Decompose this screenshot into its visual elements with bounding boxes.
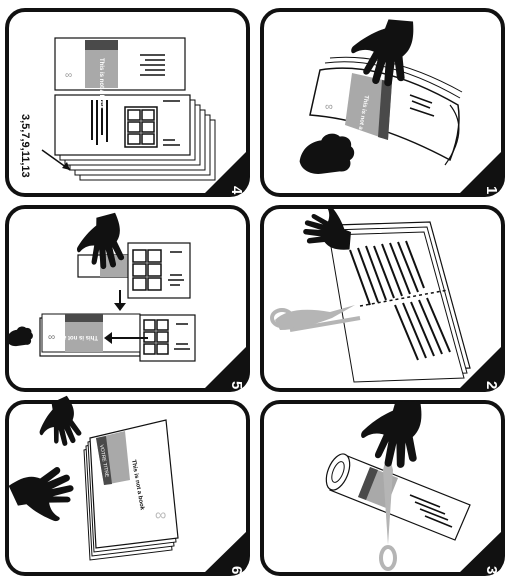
step-number: 2 [483, 381, 500, 389]
infinity-logo-icon: ∞ [48, 332, 55, 343]
step-number: 5 [228, 381, 245, 389]
panel-step-1: This is not a book ∞ 1 [262, 10, 503, 195]
page-numbers-label: 3,5,7,9,11,13 [19, 114, 31, 178]
panel-step-6: VOTRE TITRE This is not a book ∞ 6 [7, 394, 248, 574]
panel-step-4: This is not a book ∞ 3,5,7,9,11,13 4 [7, 10, 248, 195]
sheet-stack [55, 95, 215, 180]
panel-step-3: 3 [262, 399, 503, 574]
panel-step-2: 2 [262, 205, 503, 390]
cover-title-text: This is not a book [98, 58, 104, 110]
panel-step-5: This is not a book ∞ 5 [7, 207, 249, 390]
infinity-logo-icon: ∞ [155, 507, 166, 524]
finished-booklet: VOTRE TITRE This is not a book ∞ [84, 420, 178, 560]
infinity-logo-icon: ∞ [325, 101, 333, 113]
step-number: 3 [483, 566, 500, 574]
infinity-logo-icon: ∞ [65, 70, 72, 81]
step-number: 4 [228, 186, 245, 195]
step-number: 6 [228, 566, 245, 574]
step-number: 1 [483, 186, 500, 194]
